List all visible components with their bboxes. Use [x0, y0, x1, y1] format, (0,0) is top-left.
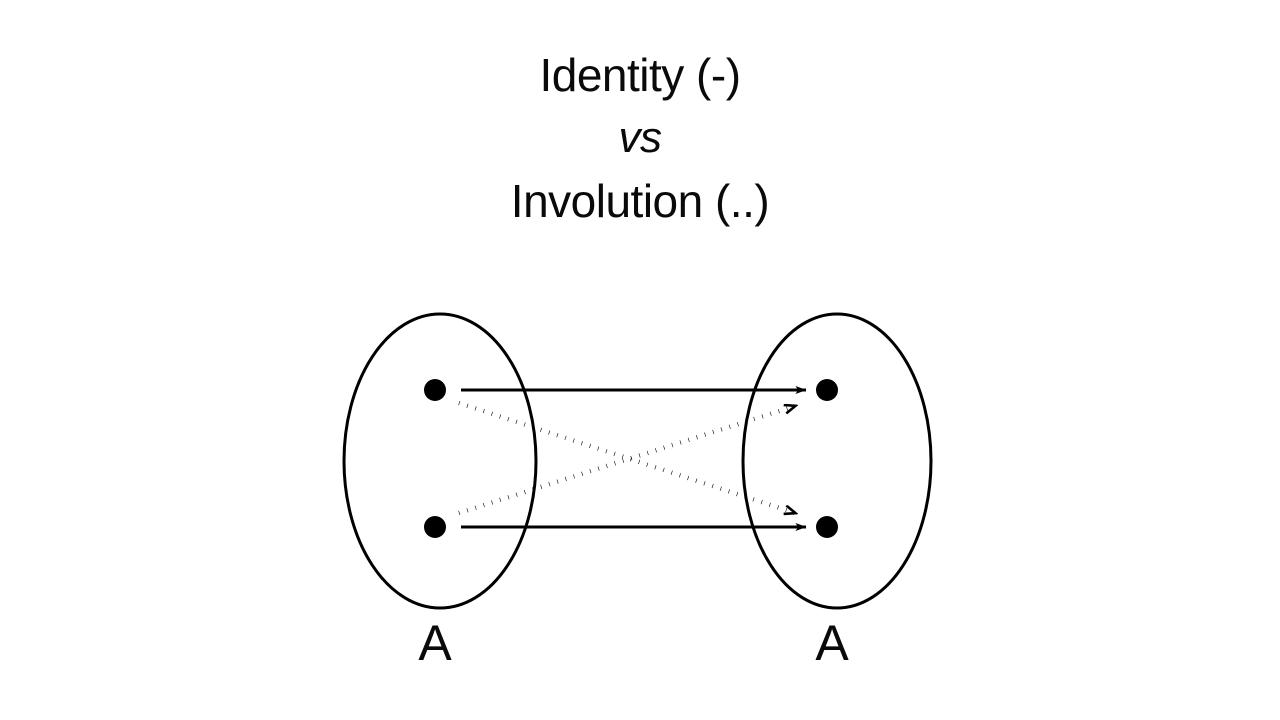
title-line-involution: Involution (..)	[510, 175, 770, 227]
element-dot-left-bottom	[424, 516, 446, 538]
set-ellipse-left	[342, 312, 538, 610]
element-dot-right-bottom	[816, 516, 838, 538]
element-dot-left-top	[424, 379, 446, 401]
title-line-vs: vs	[618, 113, 663, 162]
title-line-identity: Identity (-)	[539, 49, 741, 101]
set-label-left: A	[418, 615, 452, 671]
set-label-right: A	[815, 615, 849, 671]
page-title: Identity (-) vs Involution (..)	[0, 52, 1280, 224]
set-ellipse-right	[741, 312, 933, 610]
element-dot-right-top	[816, 379, 838, 401]
